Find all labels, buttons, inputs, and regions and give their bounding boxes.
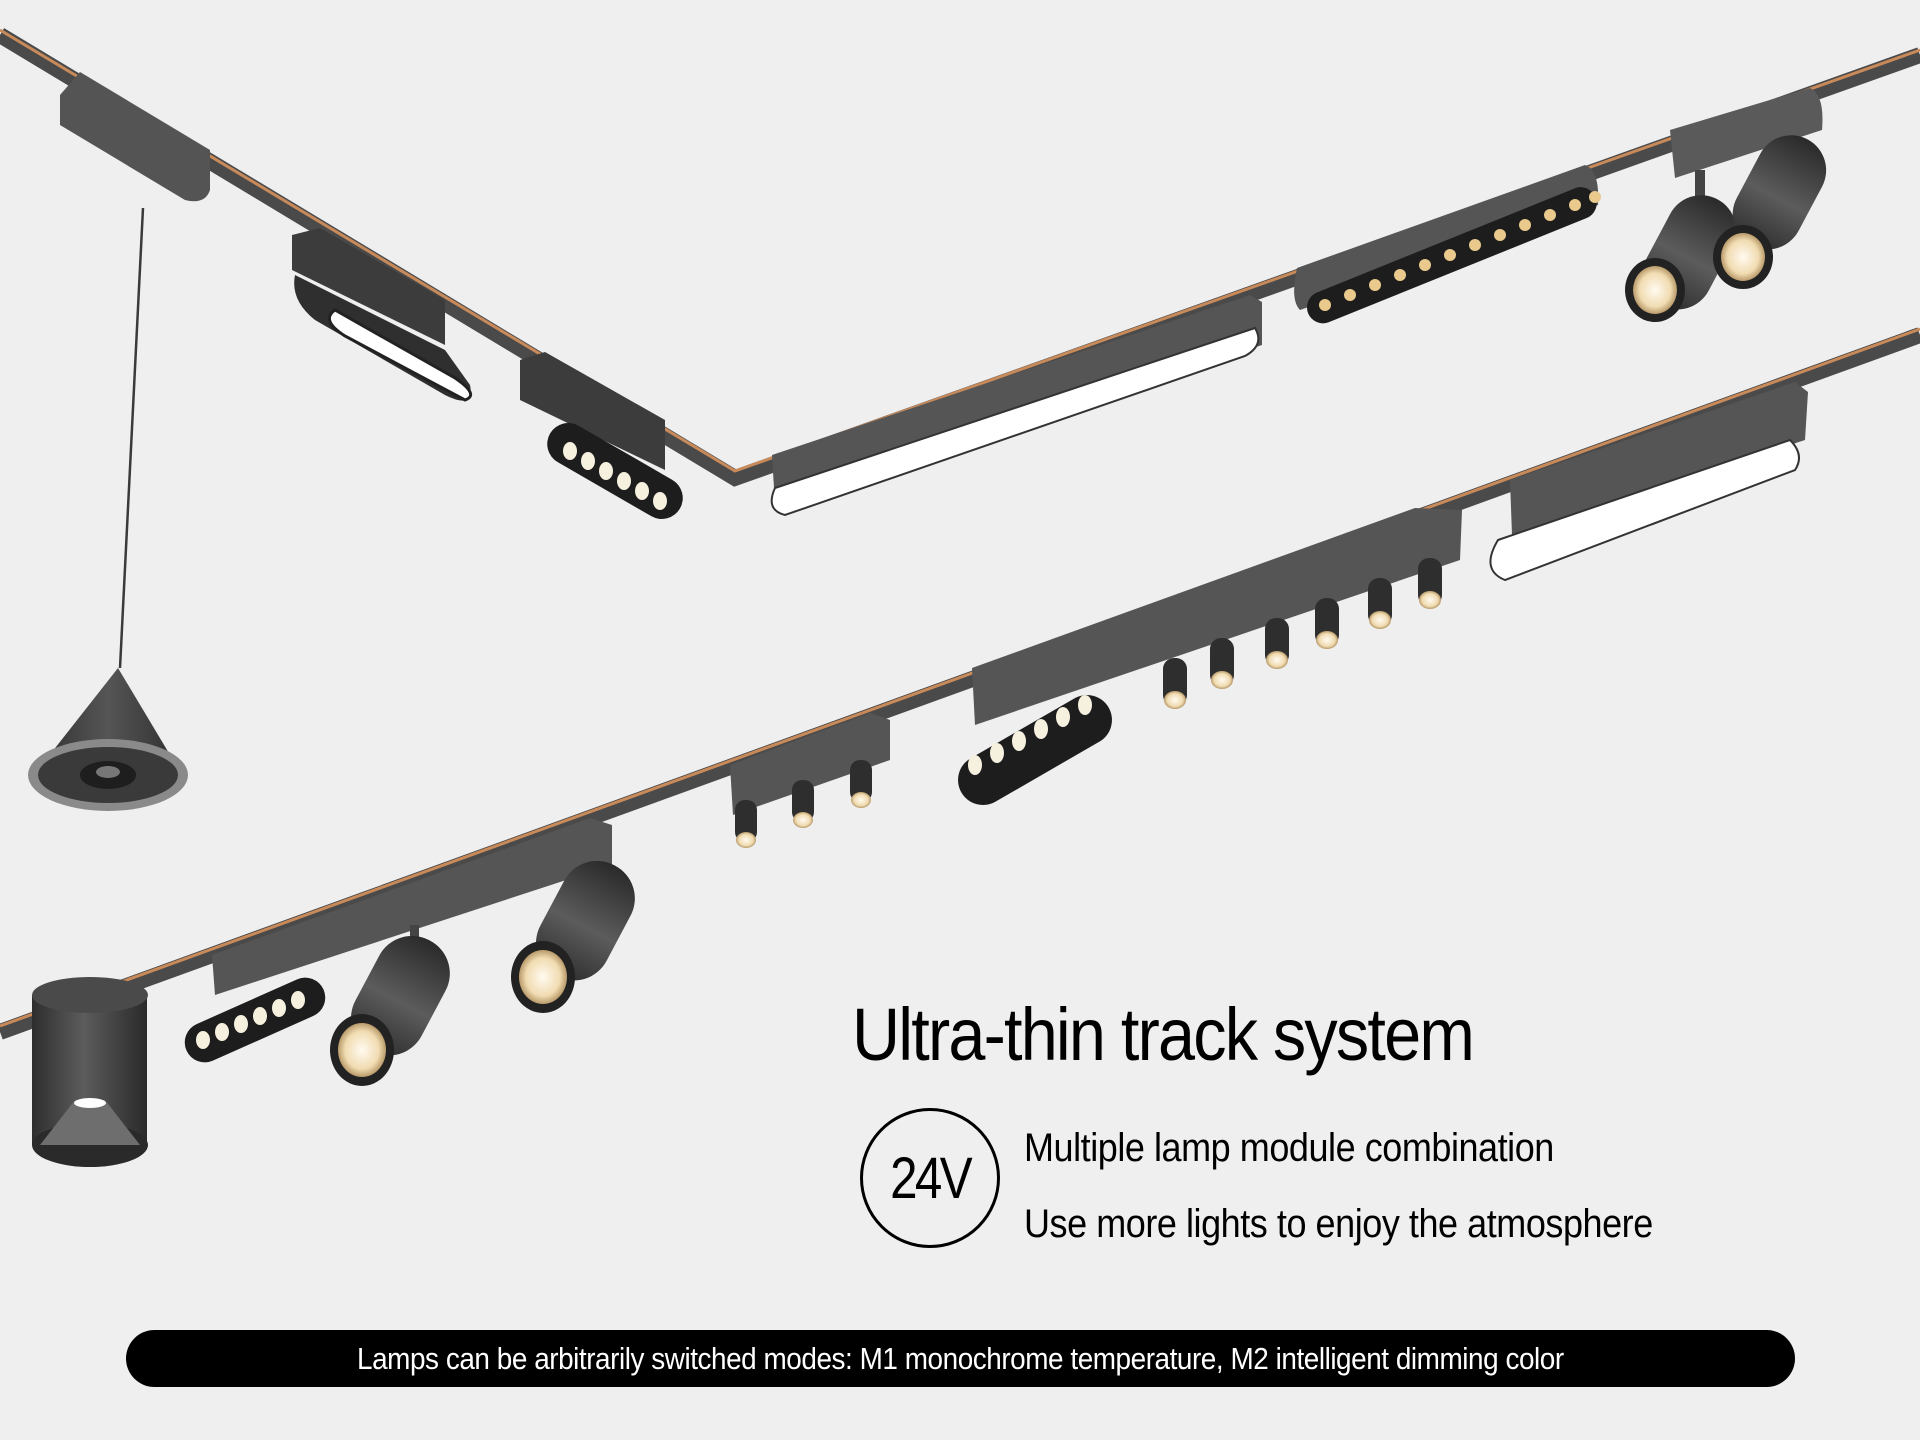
upper-12led-grille bbox=[1294, 165, 1601, 324]
lower-grille-pinspot-bar bbox=[958, 508, 1462, 805]
pendant-cone-lamp bbox=[28, 72, 210, 811]
upper-flood-module bbox=[292, 228, 473, 402]
lower-grille-spot-bar bbox=[184, 818, 635, 1086]
lower-cylinder-downlight bbox=[32, 977, 148, 1167]
mode-banner: Lamps can be arbitrarily switched modes:… bbox=[126, 1330, 1795, 1387]
upper-6led-grille bbox=[520, 352, 683, 519]
voltage-badge-label: 24V bbox=[889, 1145, 973, 1211]
feature-line: Use more lights to enjoy the atmosphere bbox=[1024, 1202, 1653, 1246]
lower-linear-flood-bar bbox=[1489, 382, 1808, 582]
headline: Ultra-thin track system bbox=[852, 993, 1475, 1076]
mode-banner-text: Lamps can be arbitrarily switched modes:… bbox=[357, 1340, 1564, 1376]
voltage-badge: 24V bbox=[860, 1108, 1000, 1248]
feature-list: Multiple lamp module combination Use mor… bbox=[1024, 1110, 1723, 1262]
feature-line: Multiple lamp module combination bbox=[1024, 1126, 1554, 1170]
upper-twin-spotlights bbox=[1625, 88, 1827, 322]
lower-3-pinspot-bar bbox=[730, 713, 890, 848]
upper-linear-flood-bar bbox=[770, 295, 1262, 517]
